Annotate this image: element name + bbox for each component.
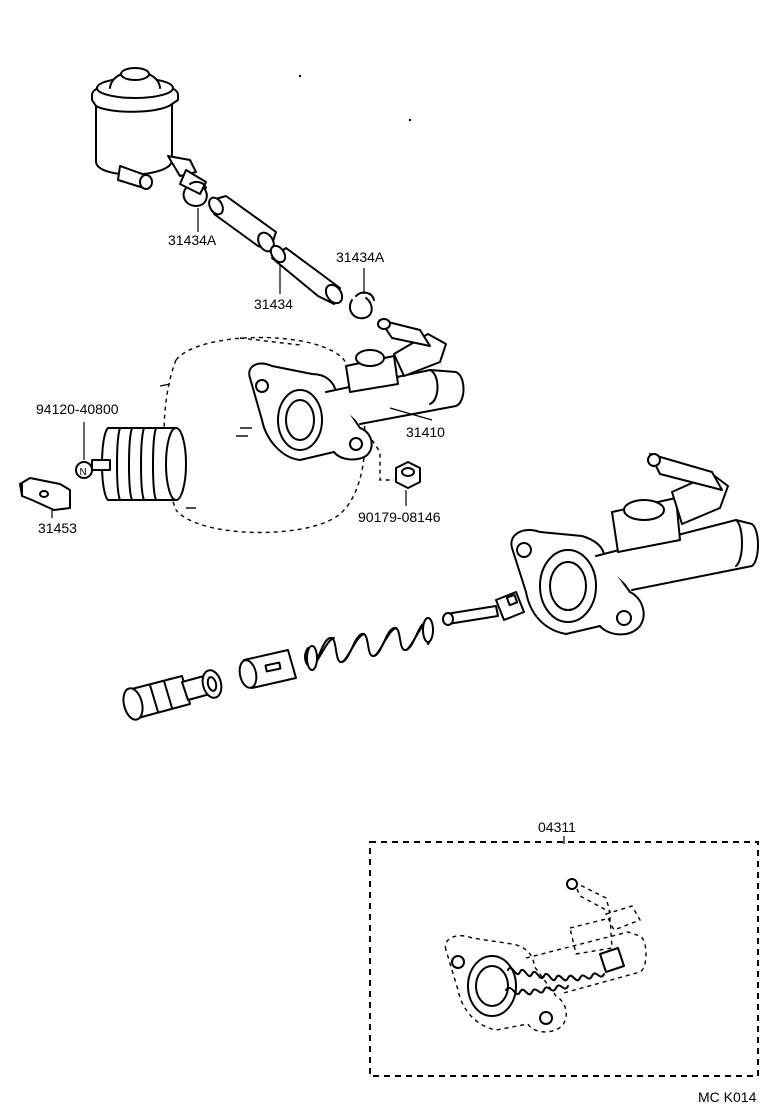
hose-icon	[269, 244, 344, 305]
reservoir-icon	[91, 67, 207, 195]
clamp-icon	[348, 291, 375, 320]
clamp-label-lower: 31434A	[336, 249, 385, 265]
speck	[408, 118, 412, 122]
clamp-icon	[182, 180, 208, 207]
sleeve-icon	[238, 649, 297, 689]
brake-booster-icon	[91, 336, 366, 534]
washer-symbol: N	[80, 467, 87, 478]
piston-icon	[122, 669, 223, 721]
pushrod-icon	[442, 591, 525, 626]
clevis-label: 31453	[38, 520, 77, 536]
nut-label: 90179-08146	[358, 509, 441, 525]
master-cylinder-icon	[444, 878, 647, 1033]
washer-icon: N	[75, 461, 93, 479]
hose-icon	[208, 195, 277, 253]
master-cylinder-label: 31410	[406, 424, 445, 440]
figure-code: MC K014	[698, 1089, 757, 1105]
master-cylinder-icon	[248, 318, 465, 461]
clamp-label-upper: 31434A	[168, 232, 217, 248]
speck	[298, 74, 302, 78]
hose-label: 31434	[254, 296, 293, 312]
clevis-icon	[19, 477, 71, 511]
nut-icon	[395, 461, 421, 489]
repair-kit-label: 04311	[538, 819, 576, 835]
master-cylinder-icon	[510, 453, 759, 636]
spring-icon	[304, 617, 434, 671]
washer-label: 94120-40800	[36, 401, 119, 417]
repair-kit-box	[369, 841, 759, 1077]
